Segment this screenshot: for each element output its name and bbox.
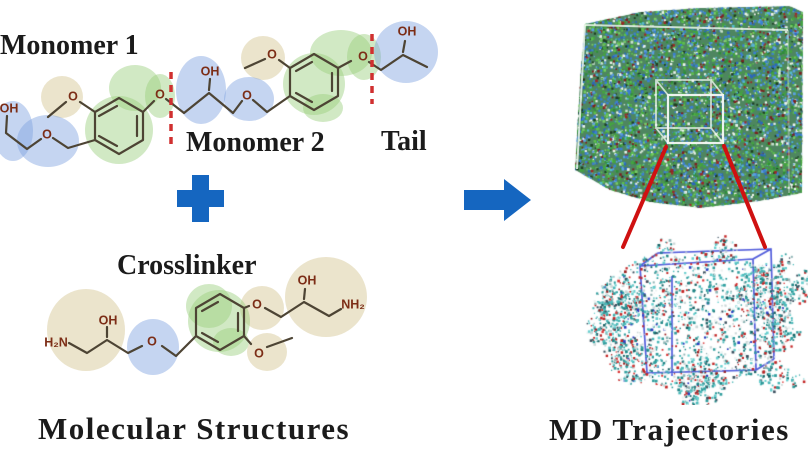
- fragment-cut-lines: [169, 34, 374, 148]
- simulation-box-edges: [576, 24, 790, 194]
- arrow-right-icon: [464, 179, 531, 221]
- crosslinker-label: Crosslinker: [117, 250, 257, 281]
- right-caption: MD Trajectories: [549, 412, 790, 447]
- simulation-box-render: [560, 0, 808, 215]
- svg-text:H₂N: H₂N: [44, 336, 68, 350]
- plus-icon: [177, 175, 224, 222]
- svg-text:OH: OH: [398, 25, 417, 39]
- svg-text:OH: OH: [201, 65, 220, 79]
- svg-text:O: O: [147, 335, 157, 349]
- atom-labels: OH O O O OH O O O OH H₂N OH O O OH NH₂ O: [0, 25, 416, 361]
- monomer1-label: Monomer 1: [0, 30, 139, 61]
- svg-text:O: O: [267, 48, 277, 62]
- crosslinker-structure: [67, 287, 343, 358]
- svg-text:O: O: [68, 90, 78, 104]
- svg-text:NH₂: NH₂: [341, 298, 365, 312]
- polymer-chain-structure: [4, 39, 429, 156]
- zoom-guide-lines: [621, 144, 767, 249]
- svg-text:O: O: [254, 347, 264, 361]
- svg-text:OH: OH: [298, 274, 317, 288]
- svg-text:OH: OH: [99, 314, 118, 328]
- svg-text:O: O: [252, 298, 262, 312]
- svg-text:OH: OH: [0, 102, 18, 116]
- selection-cube-wireframe: [655, 79, 725, 145]
- svg-text:O: O: [42, 128, 52, 142]
- tail-label: Tail: [381, 126, 427, 157]
- svg-text:O: O: [242, 89, 252, 103]
- md-snapshot-render: [575, 233, 808, 405]
- monomer2-label: Monomer 2: [186, 127, 325, 158]
- svg-text:O: O: [358, 50, 368, 64]
- svg-text:O: O: [155, 88, 165, 102]
- left-caption: Molecular Structures: [38, 411, 351, 446]
